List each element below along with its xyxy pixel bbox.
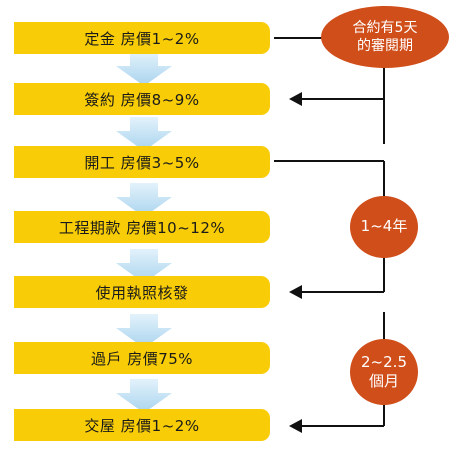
step-label: 使用執照核發 <box>95 283 189 302</box>
flow-arrow-3 <box>116 183 172 217</box>
step-handover: 交屋 房價1~2% <box>14 409 270 441</box>
transfer-duration-line2: 個月 <box>368 372 399 390</box>
transfer-duration-line1: 2~2.5 <box>361 352 407 371</box>
flow-arrow-2 <box>116 117 172 151</box>
step-label: 開工 房價3~5% <box>84 153 200 172</box>
construction-duration-text: 1~4年 <box>360 217 408 236</box>
step-occupancy-permit: 使用執照核發 <box>14 276 270 308</box>
arrowhead-handover <box>289 419 302 433</box>
transfer-duration-badge: 2~2.5 個月 <box>350 339 418 405</box>
step-contract: 簽約 房價8~9% <box>14 83 270 115</box>
step-label: 交屋 房價1~2% <box>84 416 200 435</box>
step-construction-payment: 工程期款 房價10~12% <box>14 211 270 243</box>
review-period-line1: 合約有5天 <box>352 19 418 36</box>
arrowhead-occupancy <box>289 285 302 299</box>
step-transfer: 過戶 房價75% <box>14 342 270 374</box>
flow-arrow-5 <box>116 314 172 348</box>
flow-arrow-6 <box>116 379 172 413</box>
flow-arrow-1 <box>116 52 172 86</box>
arrowhead-contract <box>289 92 302 106</box>
step-label: 過戶 房價75% <box>90 349 194 368</box>
step-deposit: 定金 房價1~2% <box>14 22 270 54</box>
step-label: 定金 房價1~2% <box>84 29 200 48</box>
step-groundbreaking: 開工 房價3~5% <box>14 146 270 178</box>
review-period-line2: 的審閱期 <box>357 38 413 54</box>
step-label: 工程期款 房價10~12% <box>58 218 226 237</box>
step-label: 簽約 房價8~9% <box>84 90 200 109</box>
construction-duration-badge: 1~4年 <box>350 196 418 258</box>
review-period-badge: 合約有5天 的審閱期 <box>321 6 449 68</box>
flow-arrow-4 <box>116 249 172 283</box>
